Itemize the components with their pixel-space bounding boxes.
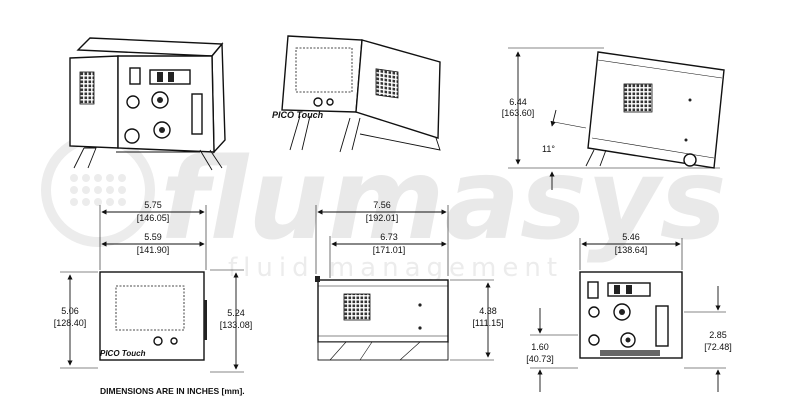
- dim-side-height-mm: [111.15]: [472, 318, 503, 328]
- dim-tilt-height-in: 6.44: [509, 97, 527, 107]
- iso-view-tilted: PICO Touch: [272, 35, 441, 153]
- dim-front-height-left-in: 5.06: [61, 306, 79, 316]
- dim-rear-low-in: 1.60: [531, 342, 549, 352]
- dim-side-length-outer-mm: [192.01]: [366, 213, 399, 223]
- dim-side-length-outer-in: 7.56: [373, 200, 391, 210]
- watermark-tagline: fluid management: [228, 253, 563, 283]
- iso-view-front: [69, 37, 226, 171]
- dim-tilt-height-mm: [163.60]: [502, 108, 535, 118]
- units-footnote: DIMENSIONS ARE IN INCHES [mm].: [100, 386, 245, 396]
- dim-front-width-inner-mm: [141.90]: [137, 245, 170, 255]
- dim-side-height-in: 4.38: [479, 306, 497, 316]
- rear-view: 5.46 [138.64] 1.60 [40.73] 2.85 [72.48]: [526, 232, 732, 392]
- side-view-tilted: 6.44 [163.60] 11°: [502, 47, 725, 190]
- dim-rear-low-mm: [40.73]: [526, 354, 554, 364]
- dim-side-length-inner-mm: [171.01]: [373, 245, 406, 255]
- dim-front-width-outer-in: 5.75: [144, 200, 162, 210]
- dim-rear-high-mm: [72.48]: [704, 342, 732, 352]
- dim-front-width-inner-in: 5.59: [144, 232, 162, 242]
- side-view: 7.56 [192.01] 6.73 [171.01] 4.38 [111.15…: [315, 200, 504, 361]
- dim-tilt-angle: 11°: [542, 144, 555, 154]
- dim-rear-width-mm: [138.64]: [615, 245, 648, 255]
- dim-rear-high-in: 2.85: [709, 330, 727, 340]
- dim-side-length-inner-in: 6.73: [380, 232, 398, 242]
- dim-front-height-left-mm: [128.40]: [54, 318, 87, 328]
- front-view: PICO Touch 5.75 [146.05] 5.59 [141.90] 5…: [54, 200, 253, 373]
- dim-rear-width-in: 5.46: [622, 232, 640, 242]
- iso-logo-text: PICO Touch: [272, 110, 324, 120]
- dim-front-height-right-in: 5.24: [227, 308, 245, 318]
- front-logo-text: PICO Touch: [100, 349, 146, 358]
- dim-front-height-right-mm: [133.08]: [220, 320, 253, 330]
- dim-front-width-outer-mm: [146.05]: [137, 213, 170, 223]
